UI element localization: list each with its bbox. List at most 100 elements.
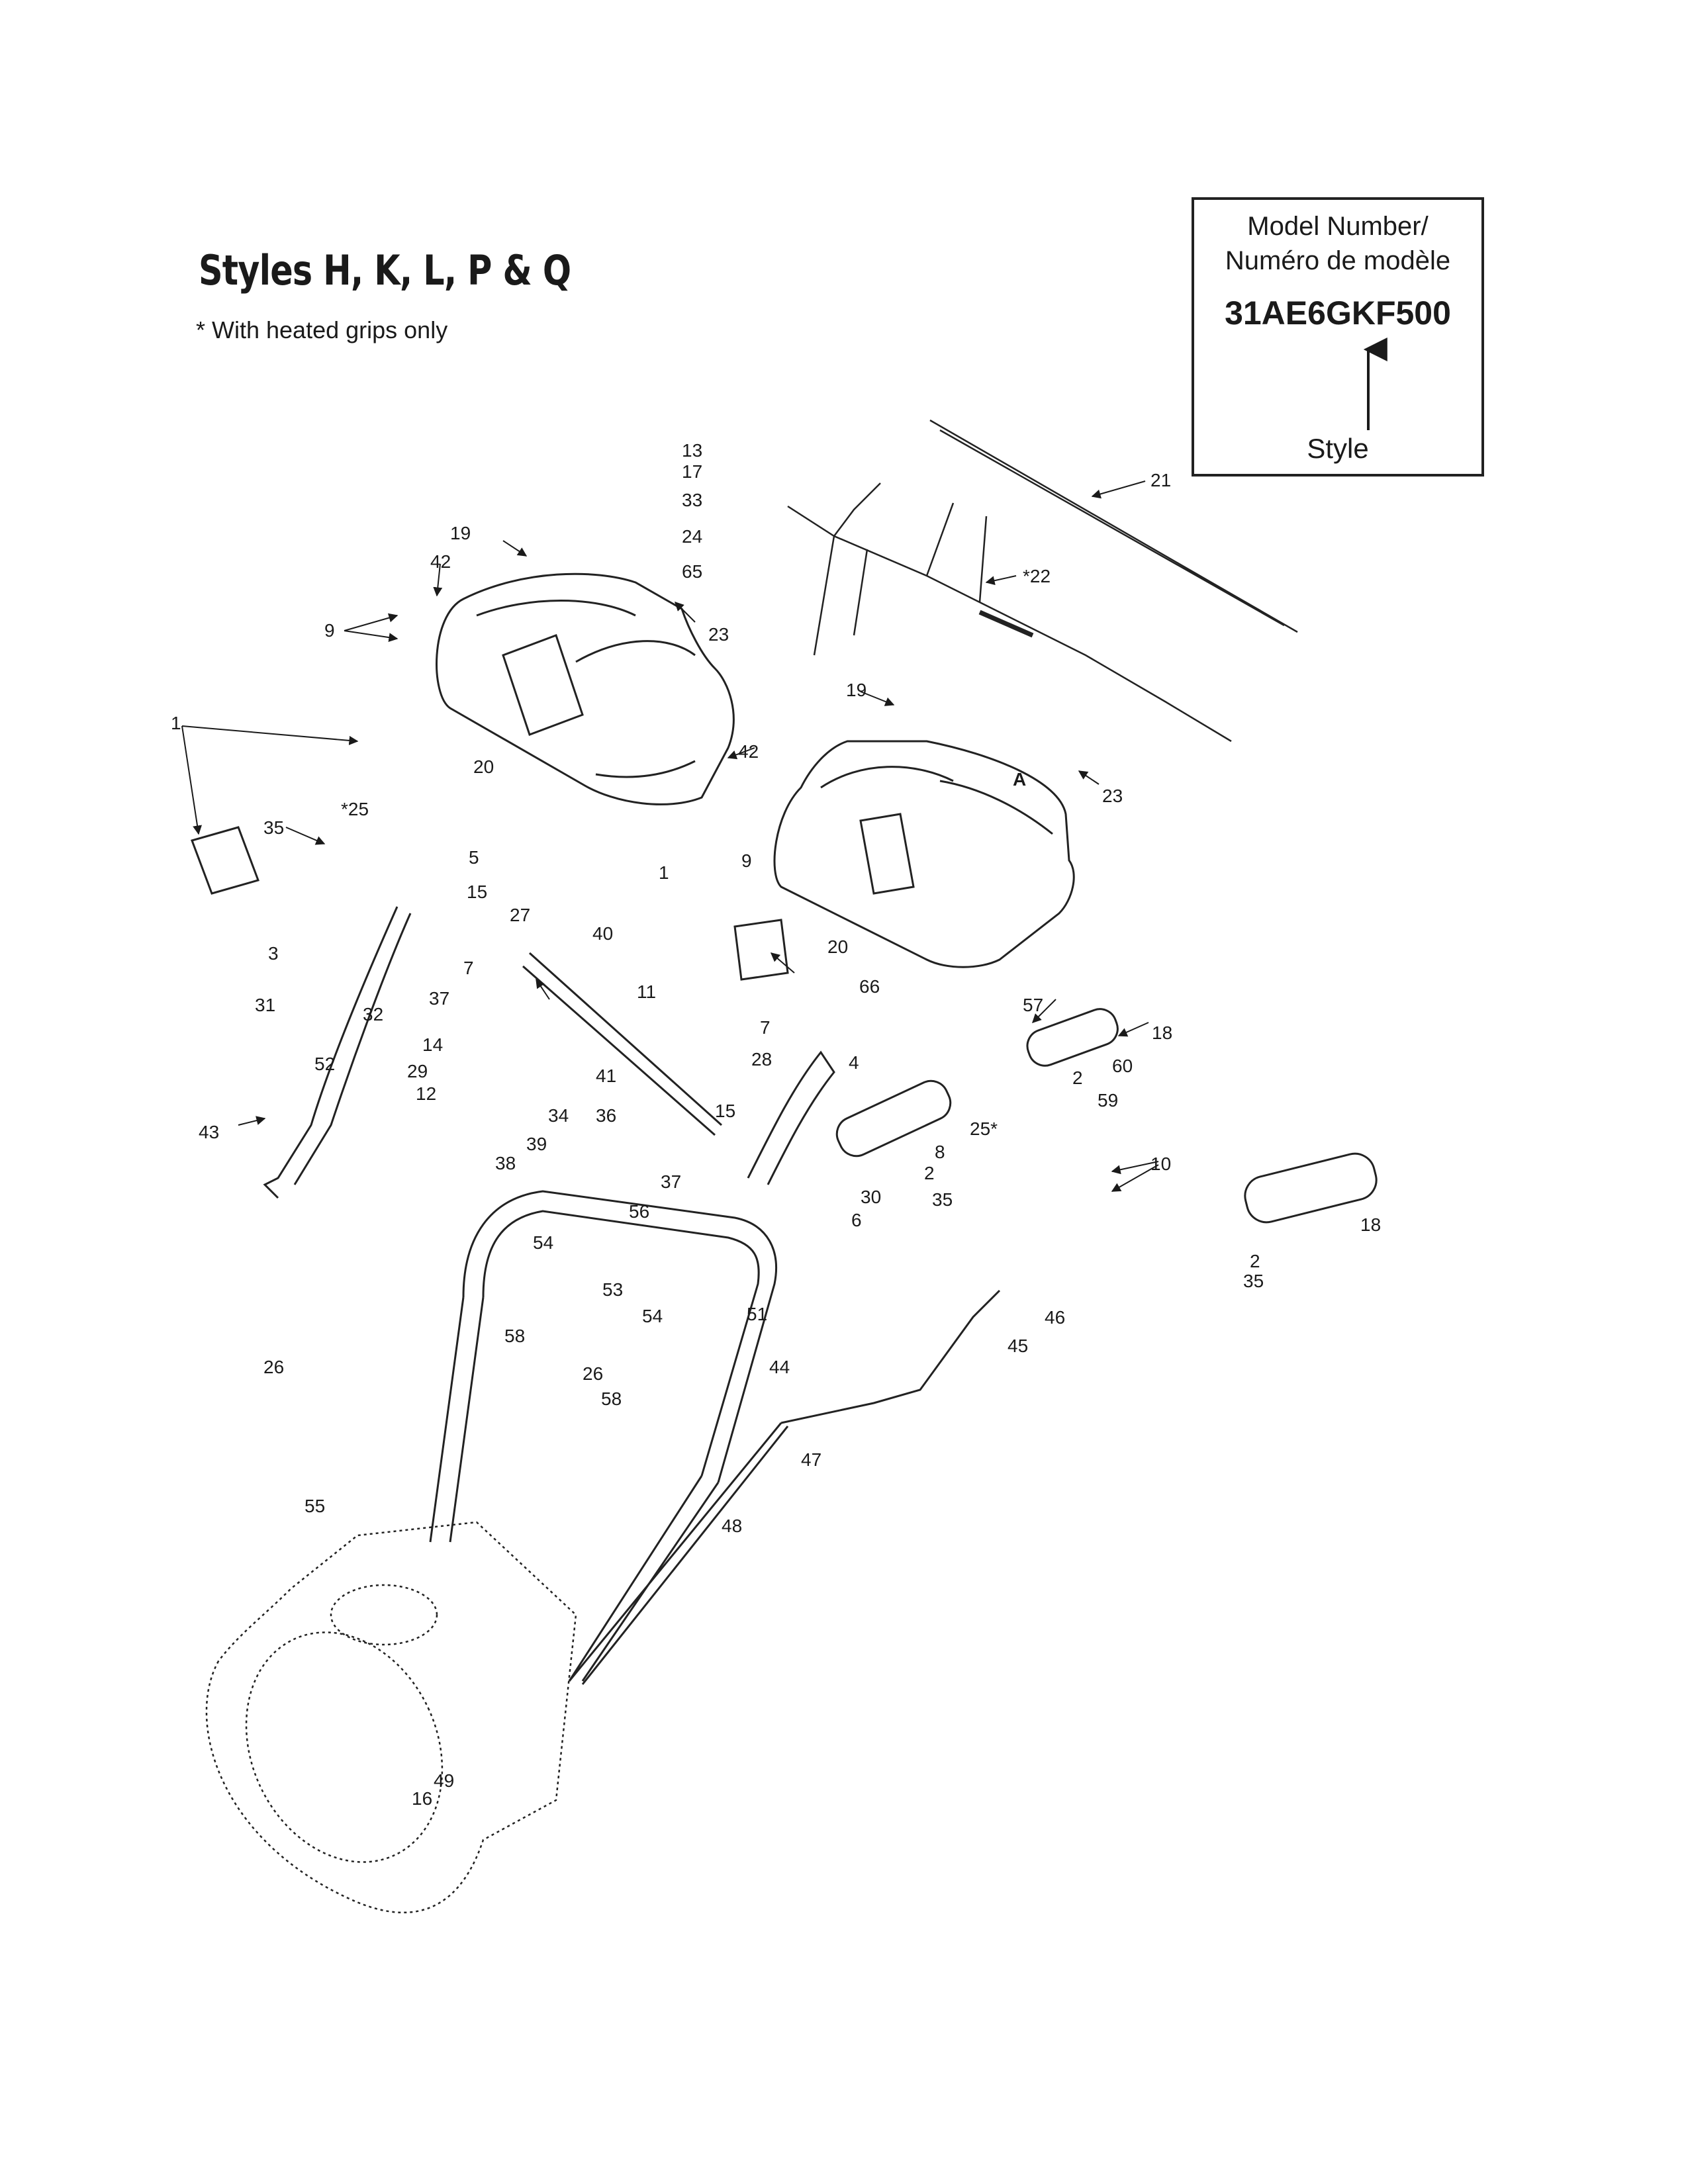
- part-callout: 43: [199, 1122, 219, 1142]
- part-callout: 49: [434, 1770, 454, 1791]
- part-callout: 5: [469, 847, 479, 868]
- part-callout: 52: [314, 1054, 335, 1074]
- auger-housing: [205, 1521, 577, 1914]
- part-callout: 28: [751, 1049, 772, 1069]
- part-callout: 46: [1045, 1307, 1065, 1328]
- part-callout: *25: [341, 799, 369, 819]
- part-callout: 10: [1150, 1154, 1171, 1174]
- part-callout: 58: [504, 1326, 525, 1346]
- part-callout: 54: [533, 1232, 553, 1253]
- part-callout: 26: [583, 1363, 603, 1384]
- part-callout: 23: [1102, 786, 1123, 806]
- part-callout: 1: [171, 713, 181, 733]
- shift-rod: [780, 1289, 1001, 1424]
- part-callout: 37: [661, 1171, 681, 1192]
- leader-lines: [181, 480, 1159, 1192]
- shaft-11: [522, 952, 723, 1136]
- part-callout: 48: [722, 1516, 742, 1536]
- part-callout: 12: [416, 1083, 436, 1104]
- part-callout: 58: [601, 1388, 622, 1409]
- part-callout: 3: [268, 943, 279, 964]
- part-callout: 25*: [970, 1118, 998, 1139]
- part-callout: 51: [747, 1304, 767, 1324]
- style-pointer-label: Style: [1307, 433, 1369, 464]
- part-callout: 44: [769, 1357, 790, 1377]
- part-callout: 35: [1243, 1271, 1264, 1291]
- part-callout: 2: [1072, 1068, 1083, 1088]
- part-callout: 19: [450, 523, 471, 543]
- chute-rod-48: [568, 1422, 789, 1685]
- part-callout: 14: [422, 1034, 443, 1055]
- part-callout: 36: [596, 1105, 616, 1126]
- part-callout: 55: [305, 1496, 325, 1516]
- part-callout: 2: [924, 1163, 935, 1183]
- part-callout: 19: [846, 680, 867, 700]
- part-callout: 9: [324, 620, 335, 641]
- part-callout: 20: [827, 936, 848, 957]
- part-callout: 38: [495, 1153, 516, 1173]
- part-callout: 18: [1152, 1023, 1172, 1043]
- part-callout: 16: [412, 1788, 432, 1809]
- part-callout: 17: [682, 461, 702, 482]
- part-callout: 33: [682, 490, 702, 510]
- part-callout: 7: [760, 1017, 771, 1038]
- part-callout: 4: [849, 1052, 859, 1073]
- part-callout: 6: [851, 1210, 862, 1230]
- part-callout: 23: [708, 624, 729, 645]
- part-callout: 2: [1250, 1251, 1260, 1271]
- part-callout: 42: [430, 551, 451, 572]
- part-callout: 60: [1112, 1056, 1133, 1076]
- part-callout: 31: [255, 995, 275, 1015]
- part-callout: 27: [510, 905, 530, 925]
- handle-assembly: [263, 906, 835, 1682]
- light-lens-66: [733, 919, 789, 981]
- lamp-cover-1: [191, 826, 259, 895]
- part-callout: 9: [741, 850, 752, 871]
- part-callout: 53: [602, 1279, 623, 1300]
- model-number-box: Model Number/ Numéro de modèle 31AE6GKF5…: [1192, 197, 1484, 477]
- model-number: 31AE6GKF500: [1225, 295, 1451, 332]
- part-callout: 35: [932, 1189, 953, 1210]
- part-callout: 41: [596, 1066, 616, 1086]
- part-callout: 35: [263, 817, 284, 838]
- part-callout: 26: [263, 1357, 284, 1377]
- part-callout: 29: [407, 1061, 428, 1081]
- part-callout: 45: [1008, 1336, 1028, 1356]
- part-callout: 34: [548, 1105, 569, 1126]
- part-callout: 65: [682, 561, 702, 582]
- part-callout: 39: [526, 1134, 547, 1154]
- dash-panel-lower: [773, 740, 1075, 968]
- cable-21: [929, 419, 1298, 633]
- part-callout: A: [1013, 769, 1026, 790]
- part-callout: 57: [1023, 995, 1043, 1015]
- wire-harness: [787, 482, 1232, 743]
- part-callout: 40: [592, 923, 613, 944]
- part-callout: 24: [682, 526, 702, 547]
- part-callout: 8: [935, 1142, 945, 1162]
- part-callout: 32: [363, 1004, 383, 1024]
- part-callout: 66: [859, 976, 880, 997]
- part-callout: 15: [467, 882, 487, 902]
- part-callout: 20: [473, 756, 494, 777]
- part-callout: 54: [642, 1306, 663, 1326]
- part-callout: 47: [801, 1449, 821, 1470]
- handle-grip-25: [835, 1079, 952, 1158]
- part-callout: *22: [1023, 566, 1051, 586]
- part-callout: 42: [738, 741, 759, 762]
- part-callout: 7: [463, 958, 474, 978]
- part-callout: 1: [659, 862, 669, 883]
- part-callout: 30: [861, 1187, 881, 1207]
- page-title: Styles H, K, L, P & Q: [199, 246, 571, 295]
- model-label-en: Model Number/: [1247, 212, 1429, 241]
- part-callout: 18: [1360, 1214, 1381, 1235]
- part-callout: 15: [715, 1101, 735, 1121]
- part-callout: 37: [429, 988, 449, 1009]
- part-callout: 21: [1150, 470, 1171, 490]
- part-callout: 59: [1098, 1090, 1118, 1111]
- dash-panel-upper: [436, 572, 735, 805]
- handle-grip-18-detail: [1244, 1152, 1378, 1224]
- heated-grips-note: * With heated grips only: [196, 316, 448, 343]
- part-callout: 11: [637, 981, 656, 1002]
